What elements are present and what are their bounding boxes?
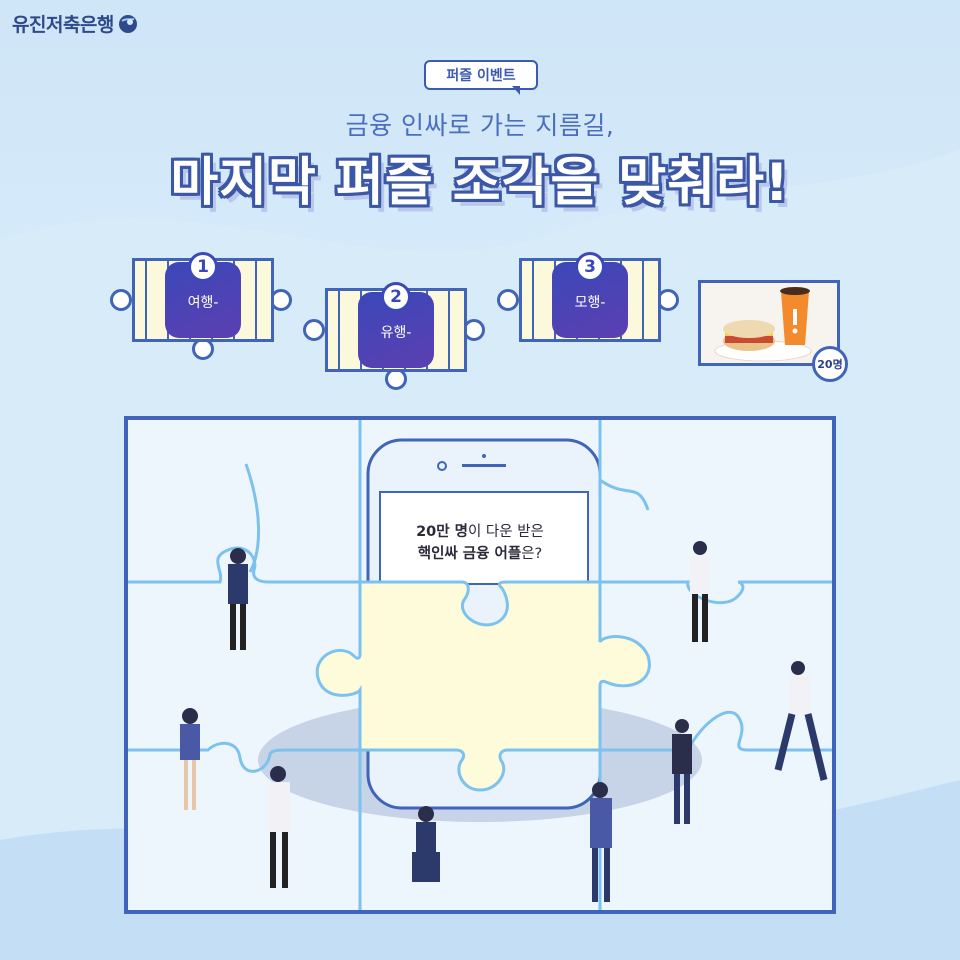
puzzle-knob — [497, 289, 519, 311]
subtitle: 금융 인싸로 가는 지름길, — [345, 111, 615, 140]
puzzle-knob — [110, 289, 132, 311]
brand-logo: 유진저축은행 — [12, 10, 138, 37]
clue-box — [325, 288, 467, 372]
puzzle-board — [124, 416, 836, 914]
event-badge-label: 퍼즐 이벤트 — [446, 68, 516, 84]
quiz-question: 20만 명이 다운 받은 핵인싸 금융 어플은? — [0, 521, 960, 565]
coffee-sandwich-icon — [701, 283, 837, 363]
clue-label-3: 모행- — [574, 295, 606, 311]
prize-count-badge: 20명 — [812, 346, 848, 382]
clue-card-2: 2 유행- — [303, 282, 485, 400]
question-line-1: 20만 명이 다운 받은 — [416, 524, 544, 540]
clue-card-1: 1 여행- — [110, 252, 292, 370]
board-illustration — [128, 420, 832, 910]
prize-card — [698, 280, 840, 366]
question-line-2: 핵인싸 금융 어플은? — [417, 546, 543, 562]
clue-label-1: 여행- — [187, 295, 219, 311]
clue-label-2: 유행- — [380, 325, 412, 341]
page-title: 마지막 퍼즐 조각을 맞춰라! — [170, 153, 790, 213]
globe-icon — [118, 14, 137, 33]
clue-number-2: 2 — [381, 282, 411, 312]
puzzle-knob — [303, 319, 325, 341]
clue-number-3: 3 — [575, 252, 605, 282]
brand-name: 유진저축은행 — [12, 14, 114, 36]
event-badge: 퍼즐 이벤트 — [424, 60, 538, 90]
badge-tail — [512, 86, 520, 95]
person-figure — [180, 541, 828, 902]
clue-number-1: 1 — [188, 252, 218, 282]
clue-card-3: 3 모행- — [497, 252, 679, 370]
